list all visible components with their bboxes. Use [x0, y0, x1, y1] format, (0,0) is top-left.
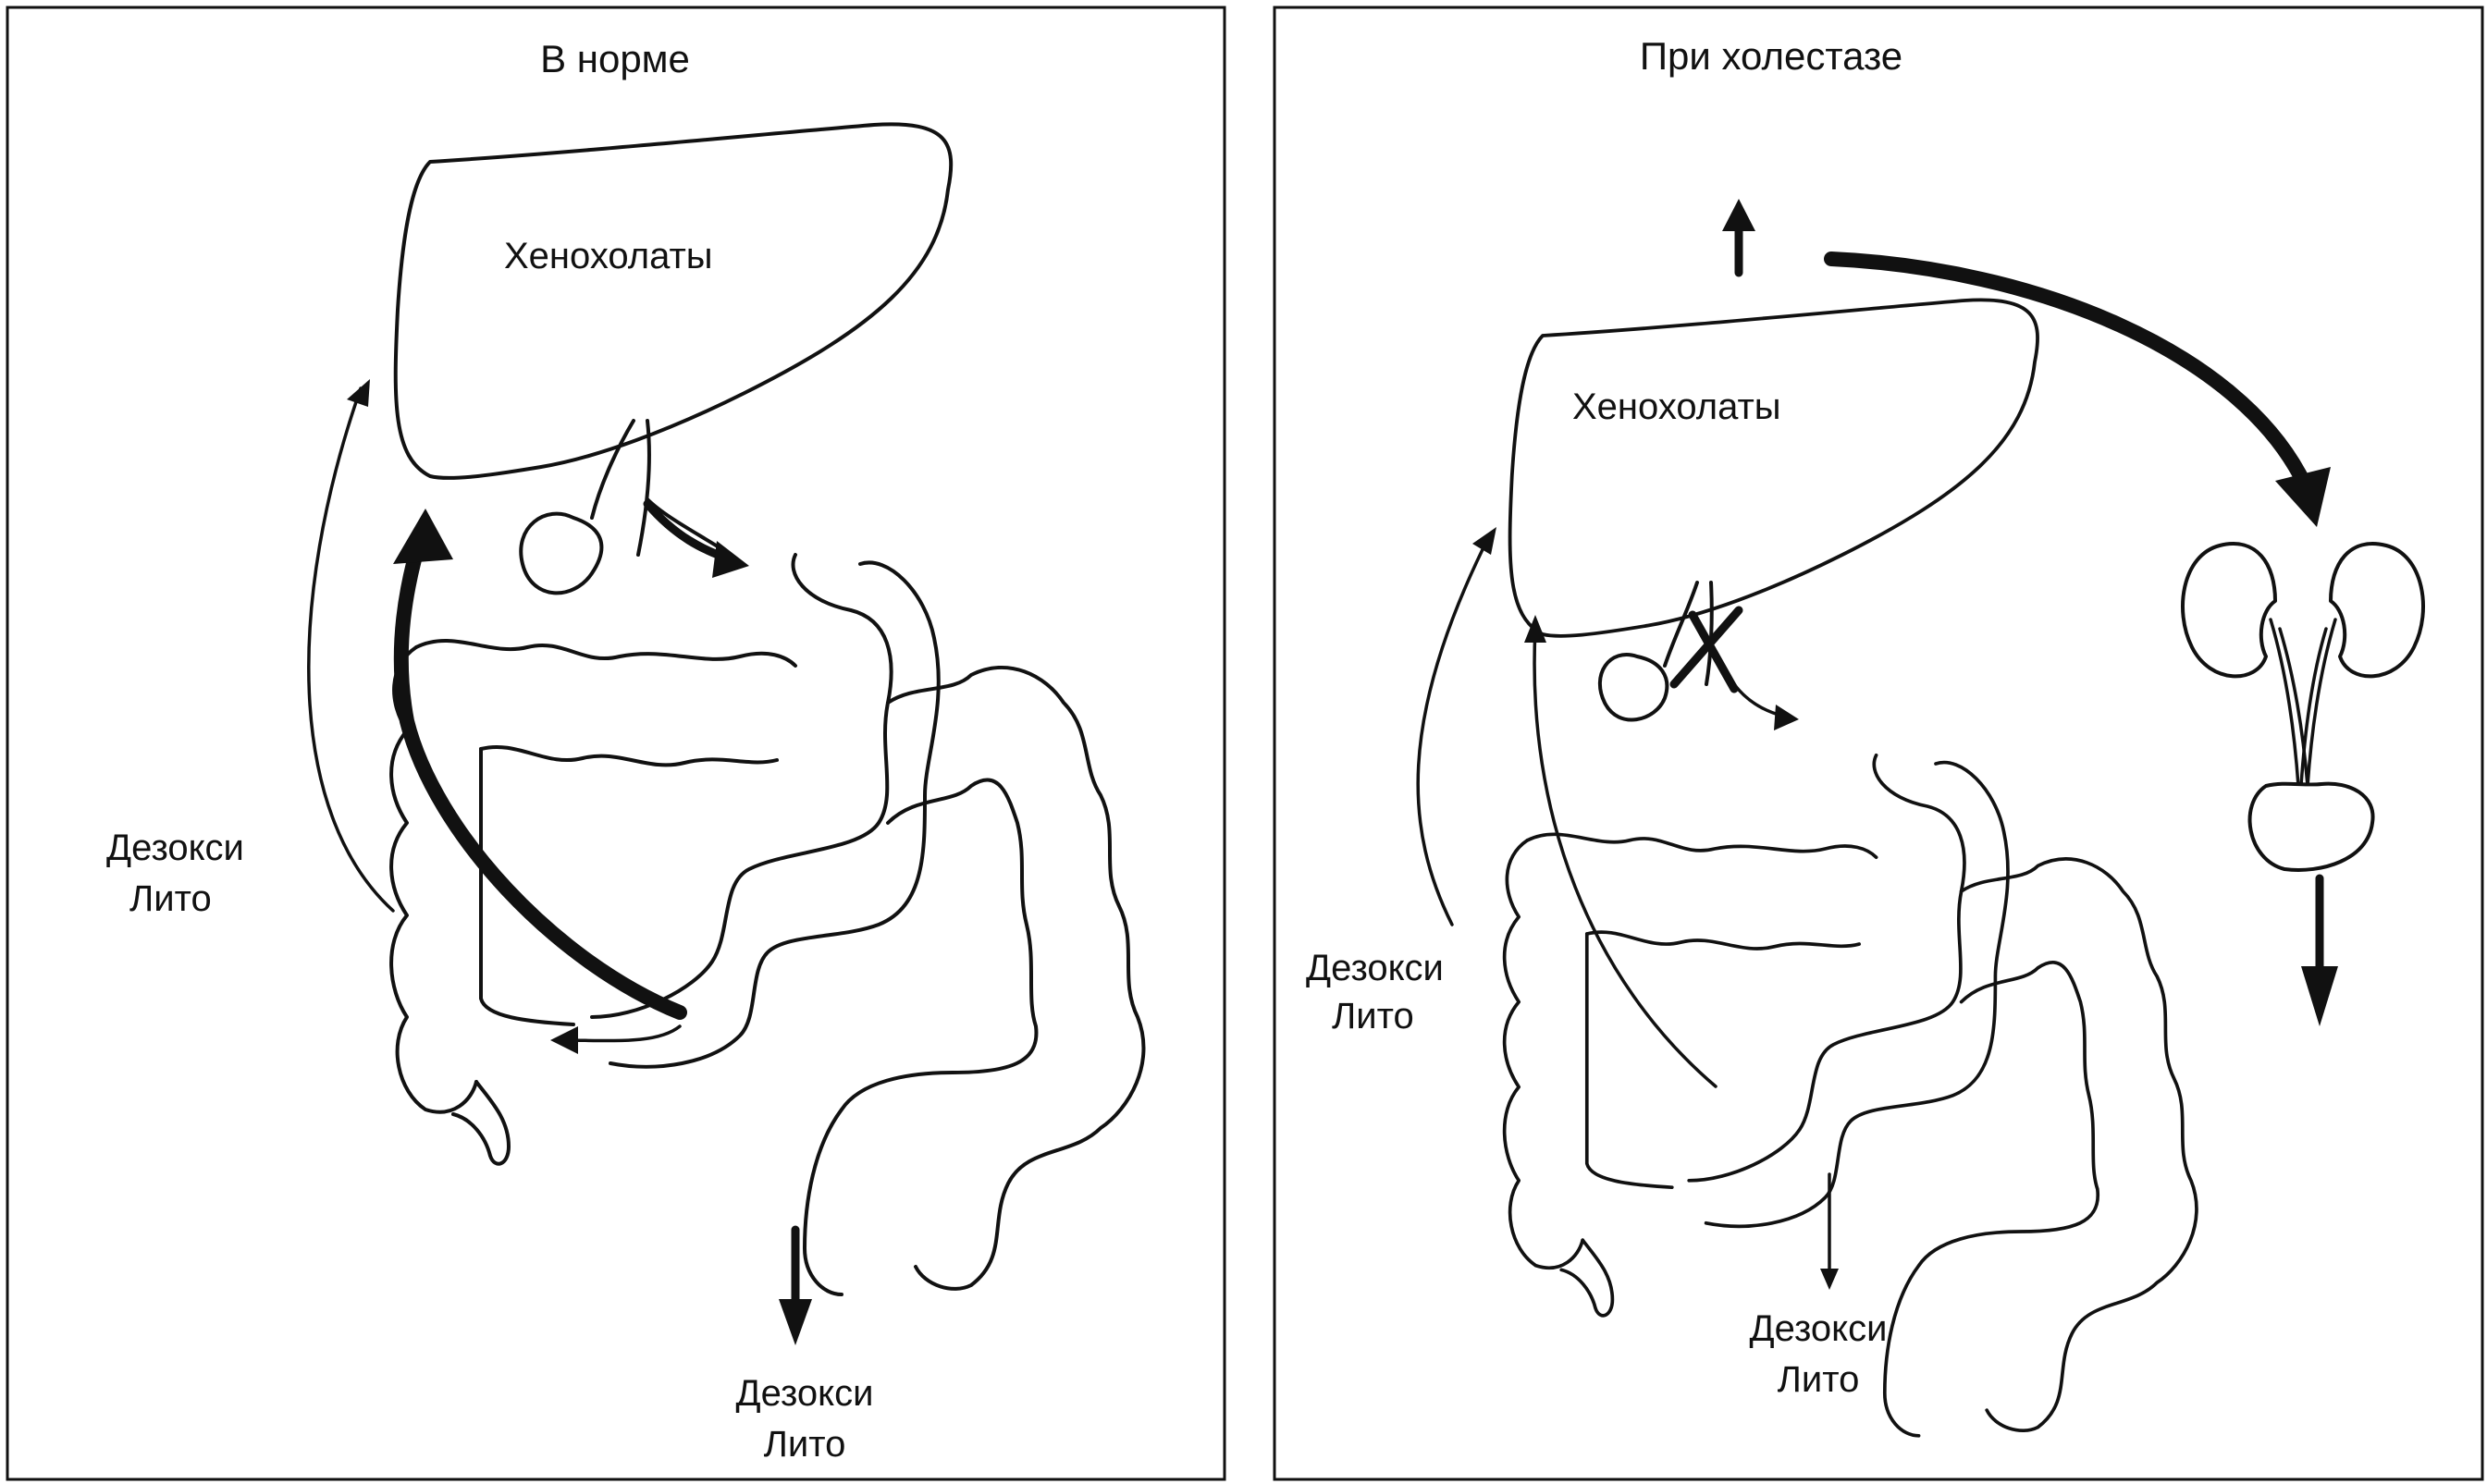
panel-cholestasis-title: При холестазе — [1640, 34, 1902, 78]
arrow-deoxy-lito-to-liver — [307, 379, 395, 913]
arrow-duct-to-duodenum — [643, 499, 749, 578]
panel-normal-side-label-1: Дезокси — [106, 828, 244, 868]
panel-normal-liver-label: Хенохолаты — [504, 236, 713, 276]
arrow-to-blood-up — [1722, 199, 1755, 277]
panel-normal-bottom-label-1: Дезокси — [736, 1373, 874, 1414]
panel-cholestasis-bottom-label-1: Дезокси — [1750, 1308, 1888, 1349]
arrow-deoxy-lito-to-liver — [1416, 527, 1496, 926]
panel-cholestasis-frame — [1273, 6, 2484, 1481]
panel-normal-title: В норме — [540, 37, 690, 80]
kidneys-icon — [2181, 542, 2425, 788]
panel-cholestasis-bottom-label-2: Лито — [1778, 1359, 1860, 1400]
panel-cholestasis-side-label-1: Дезокси — [1306, 948, 1444, 988]
panel-cholestasis-side-label-2: Лито — [1332, 996, 1414, 1036]
arrow-to-kidneys — [1824, 251, 2331, 527]
panel-normal-bottom-label-2: Лито — [764, 1424, 846, 1465]
bladder-icon — [2247, 781, 2375, 872]
arrow-small-return — [550, 1024, 682, 1054]
arrow-portal-return — [393, 509, 687, 1020]
arrow-urine-excretion — [2301, 874, 2338, 1026]
liver-icon — [1508, 298, 2039, 638]
blocked-duct-icon — [1598, 581, 1799, 730]
liver-icon — [393, 122, 954, 480]
panel-normal-frame — [6, 6, 1226, 1481]
panel-normal: В норме Хенохолаты — [106, 37, 1146, 1465]
panel-cholestasis-liver-label: Хенохолаты — [1572, 386, 1781, 427]
panel-cholestasis: При холестазе Хенохолаты — [1306, 34, 2425, 1438]
arrow-excretion-cholestasis — [1820, 1172, 1839, 1290]
panel-normal-side-label-2: Лито — [129, 878, 212, 919]
arrow-excretion-normal — [779, 1225, 812, 1345]
arrow-colon-return-thin — [1524, 615, 1718, 1088]
intestine-icon — [389, 553, 1146, 1296]
